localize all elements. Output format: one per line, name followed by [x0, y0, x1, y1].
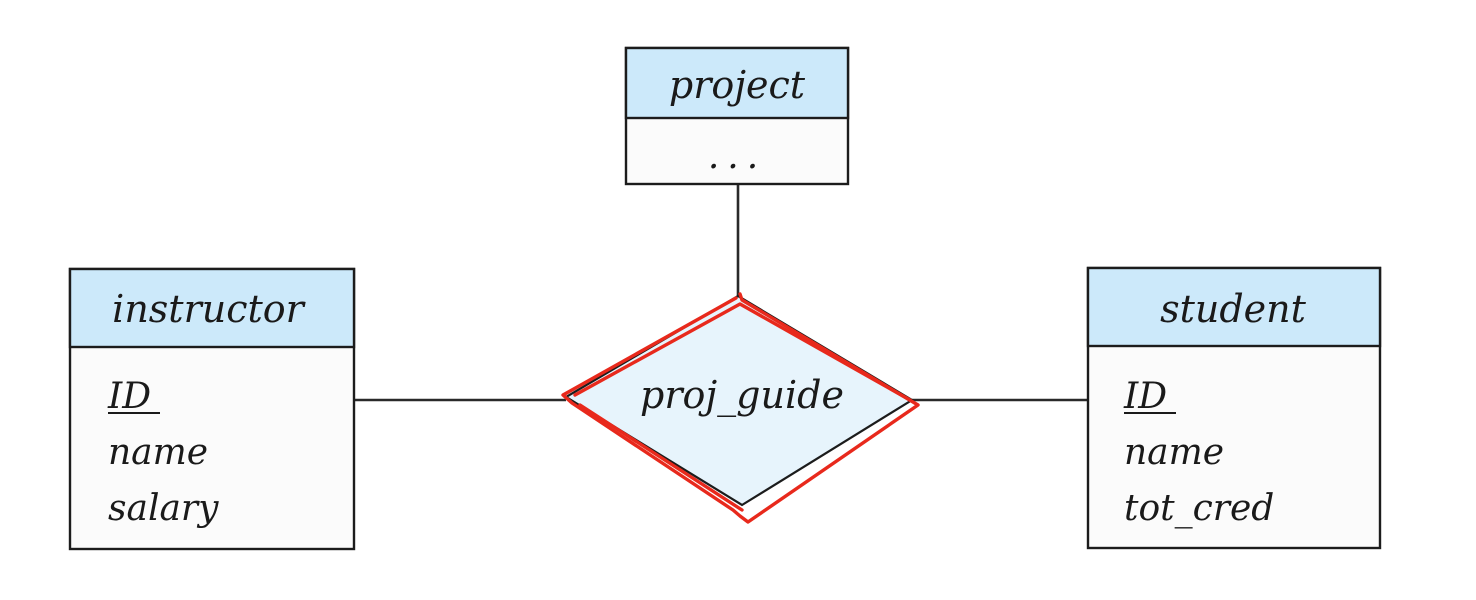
entity-student-title: student	[1160, 287, 1307, 331]
entity-instructor-header	[68, 267, 356, 349]
highlight-stroke-outer	[561, 292, 920, 524]
entity-project-title: project	[669, 63, 806, 107]
entity-project[interactable]: project ...	[624, 46, 850, 186]
student-attr-id: ID	[1123, 376, 1167, 417]
relationship-label: proj_guide	[640, 373, 844, 418]
relationship-proj-guide[interactable]: proj_guide	[563, 294, 915, 507]
entity-instructor[interactable]: instructor ID name salary	[68, 267, 356, 551]
entity-instructor-title: instructor	[112, 287, 306, 331]
instructor-attr-id: ID	[107, 376, 151, 417]
instructor-attr-salary: salary	[108, 488, 219, 529]
highlight-annotation	[561, 292, 920, 524]
highlight-stroke-inner	[573, 302, 912, 512]
entity-project-ellipsis: ...	[708, 136, 766, 177]
entity-student-header	[1086, 266, 1382, 348]
entity-student[interactable]: student ID name tot_cred	[1086, 266, 1382, 550]
entity-project-header	[624, 46, 850, 120]
instructor-attr-name: name	[108, 432, 208, 473]
student-attr-name: name	[1124, 432, 1224, 473]
student-attr-totcred: tot_cred	[1124, 488, 1274, 529]
